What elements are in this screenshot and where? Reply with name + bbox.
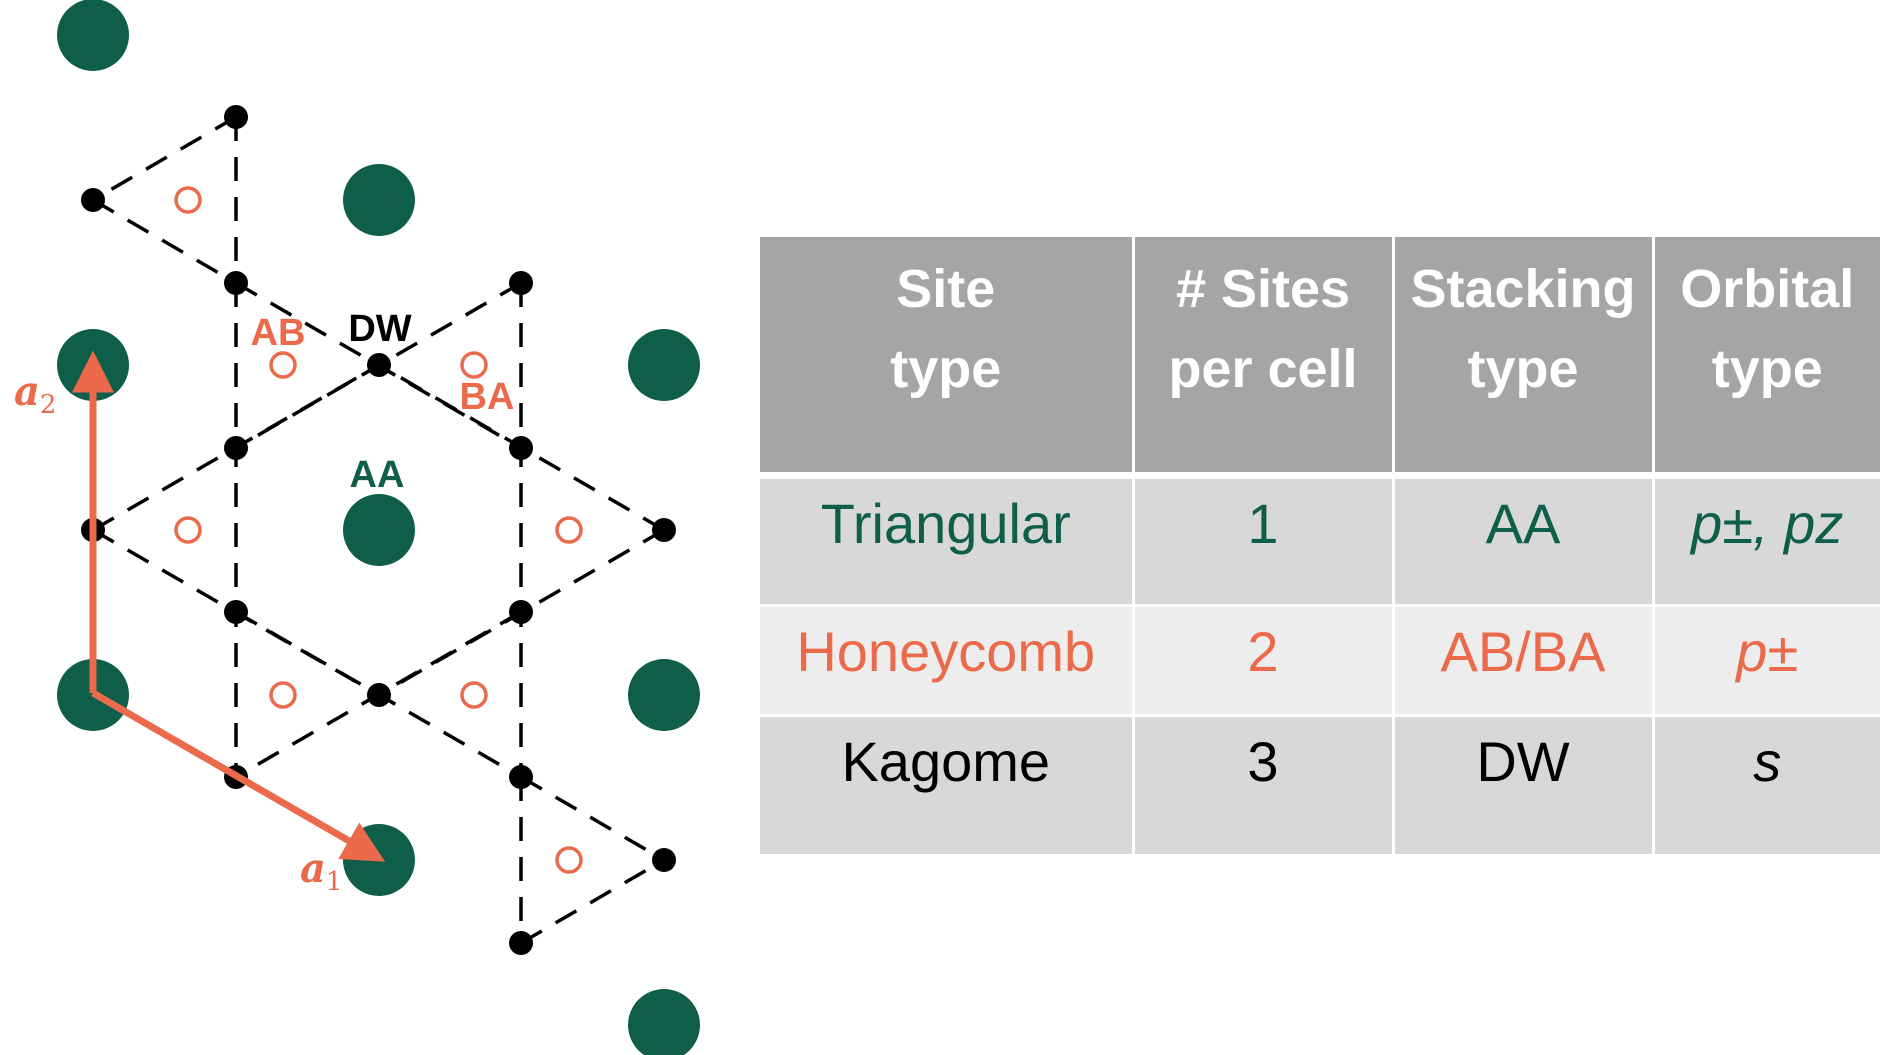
- triangular-site: [57, 0, 129, 71]
- honeycomb-site: [460, 681, 488, 709]
- honeycomb-sites: [174, 186, 583, 874]
- cell-orbital: p±: [1651, 605, 1880, 717]
- triangular-site: [628, 659, 700, 731]
- kagome-bond: [92, 115, 237, 202]
- triangular-site: [343, 164, 415, 236]
- cell-stacking: DW: [1391, 715, 1655, 857]
- honeycomb-site: [174, 186, 202, 214]
- kagome-site: [652, 848, 676, 872]
- table-row-kagome: Kagome 3 DW s: [760, 715, 1880, 857]
- cell-stacking: AA: [1391, 475, 1655, 607]
- honeycomb-site: [269, 351, 297, 379]
- kagome-site: [81, 188, 105, 212]
- table-row-honeycomb: Honeycomb 2 AB/BA p±: [760, 605, 1880, 717]
- cell-orbital: p±, pz: [1651, 475, 1880, 607]
- triangular-site: [628, 329, 700, 401]
- aa-label: AA: [350, 454, 405, 496]
- honeycomb-site: [269, 681, 297, 709]
- kagome-site: [367, 683, 391, 707]
- kagome-site: [224, 436, 248, 460]
- kagome-site: [509, 765, 533, 789]
- kagome-site: [367, 353, 391, 377]
- ab-label: AB: [251, 312, 306, 354]
- kagome-site: [509, 600, 533, 624]
- header-orbital-type: Orbital type: [1651, 237, 1880, 479]
- cell-count: 2: [1131, 605, 1395, 717]
- honeycomb-site: [555, 846, 583, 874]
- table-row-triangular: Triangular 1 AA p±, pz: [760, 475, 1880, 607]
- kagome-site: [224, 600, 248, 624]
- a1-vector-label: a1: [300, 845, 342, 897]
- honeycomb-site: [555, 516, 583, 544]
- kagome-site: [652, 518, 676, 542]
- header-stacking-type: Stacking type: [1391, 237, 1655, 479]
- table-header-row: Site type # Sites per cell Stacking type…: [760, 237, 1880, 479]
- cell-orbital: s: [1651, 715, 1880, 857]
- dw-label: DW: [348, 308, 411, 350]
- triangular-sites: [57, 0, 700, 1055]
- kagome-bond: [520, 775, 665, 862]
- cell-count: 1: [1131, 475, 1395, 607]
- honeycomb-site: [174, 516, 202, 544]
- kagome-bond: [520, 858, 665, 945]
- ba-label: BA: [460, 376, 515, 418]
- triangular-site: [343, 494, 415, 566]
- cell-site: Kagome: [760, 715, 1135, 857]
- kagome-site: [224, 105, 248, 129]
- cell-count: 3: [1131, 715, 1395, 857]
- kagome-site: [224, 271, 248, 295]
- kagome-site: [509, 271, 533, 295]
- cell-site: Honeycomb: [760, 605, 1135, 717]
- kagome-site: [509, 436, 533, 460]
- cell-stacking: AB/BA: [1391, 605, 1655, 717]
- honeycomb-site: [460, 351, 488, 379]
- a1-vector-arrow: [91, 689, 386, 862]
- kagome-bond: [92, 198, 237, 285]
- triangular-site: [628, 989, 700, 1055]
- site-type-table: Site type # Sites per cell Stacking type…: [760, 237, 1880, 857]
- a2-vector-label: a2: [14, 368, 56, 420]
- header-site-type: Site type: [760, 237, 1135, 479]
- cell-site: Triangular: [760, 475, 1135, 607]
- kagome-sites: [81, 105, 676, 955]
- moire-lattice-diagram: AB DW BA AA a2 a1: [14, 0, 700, 1055]
- header-sites-per-cell: # Sites per cell: [1131, 237, 1395, 479]
- triangular-site: [343, 824, 415, 896]
- kagome-site: [509, 931, 533, 955]
